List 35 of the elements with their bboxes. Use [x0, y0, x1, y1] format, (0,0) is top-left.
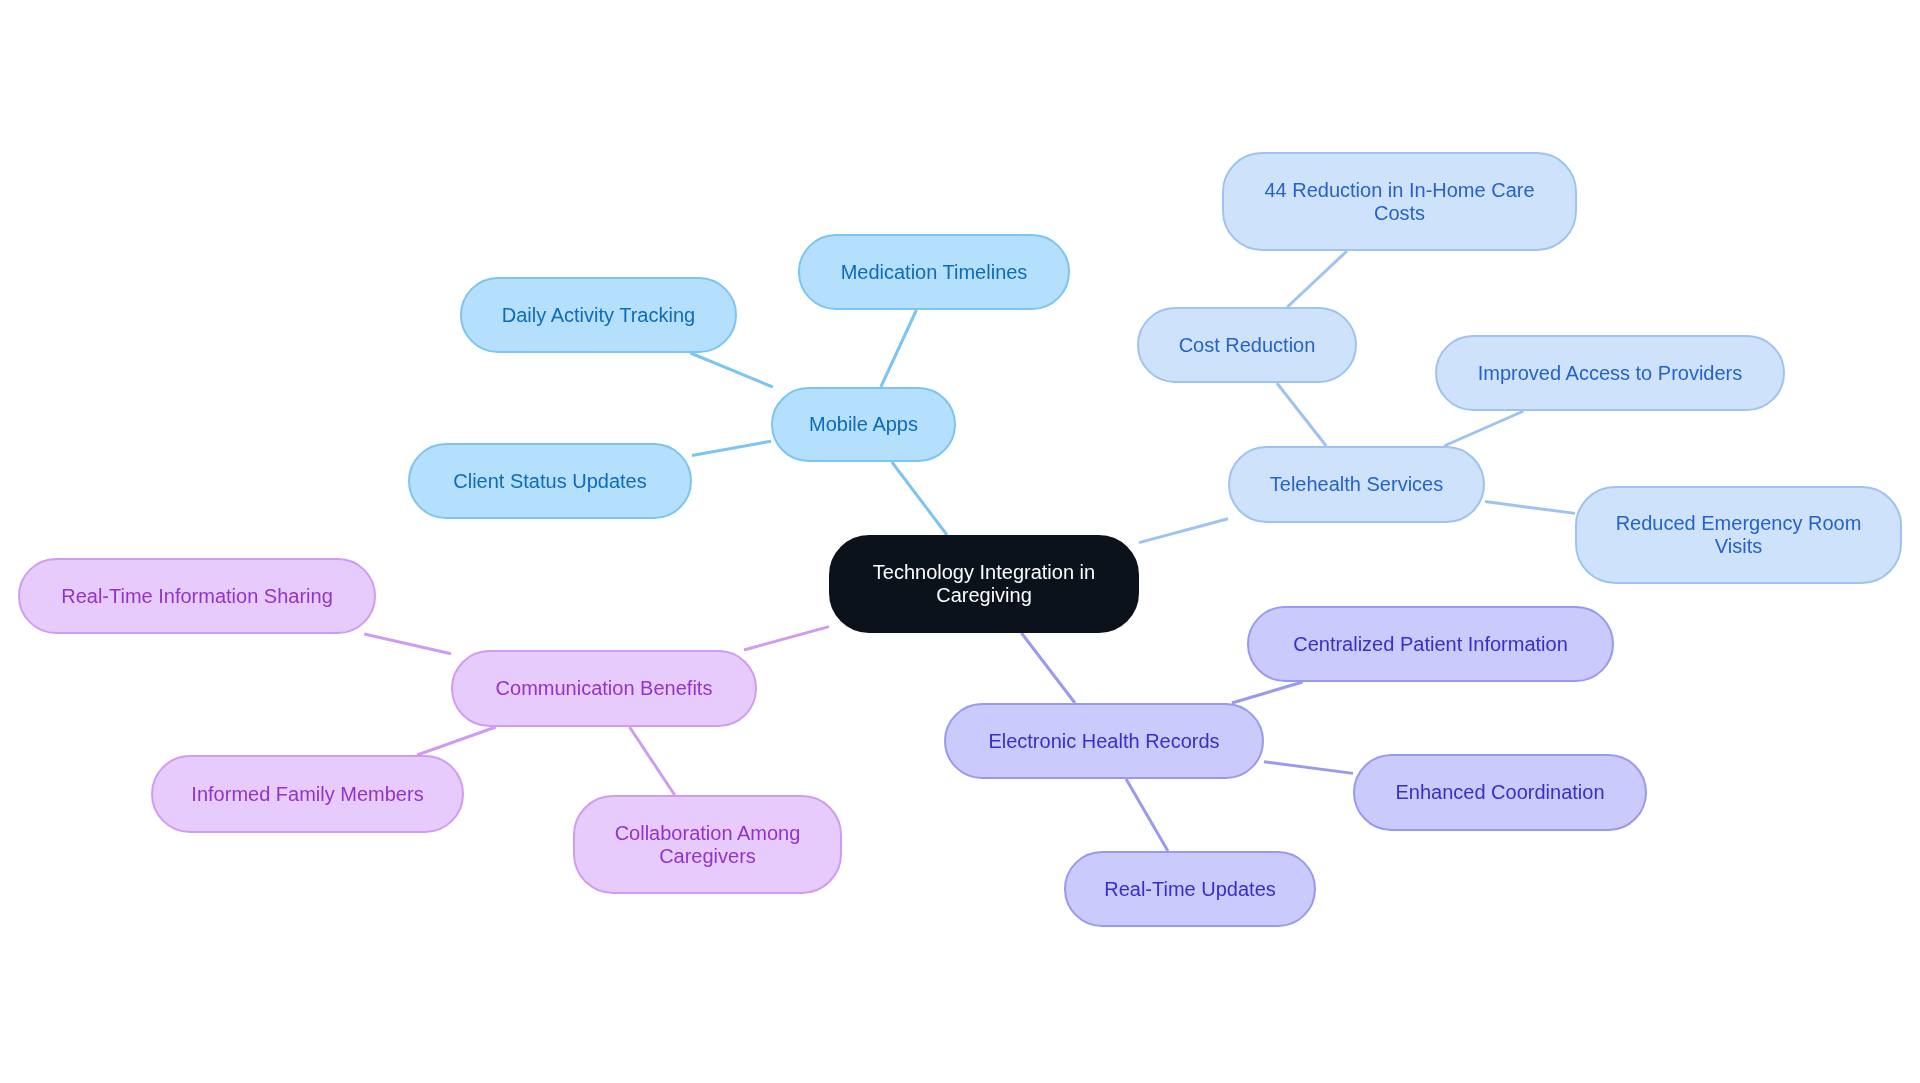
connector-line — [743, 625, 830, 652]
topic-pill: Telehealth Services — [1228, 446, 1485, 523]
connector-line — [1138, 517, 1229, 545]
connector-line — [879, 309, 918, 388]
connector-line — [1231, 680, 1303, 705]
topic-pill: Communication Benefits — [451, 650, 757, 727]
topic-pill: Real-Time Information Sharing — [18, 558, 376, 634]
topic-pill: Client Status Updates — [408, 443, 692, 519]
central-topic: Technology Integration in Caregiving — [829, 535, 1139, 633]
connector-line — [1286, 249, 1348, 309]
topic-pill: Daily Activity Tracking — [460, 277, 737, 353]
connector-line — [1275, 382, 1328, 447]
connector-line — [691, 439, 772, 457]
connector-line — [363, 632, 452, 656]
connector-line — [1263, 760, 1354, 775]
connector-line — [1443, 409, 1525, 448]
connector-line — [1124, 778, 1170, 852]
topic-pill: Mobile Apps — [771, 387, 956, 462]
topic-pill: Enhanced Coordination — [1353, 754, 1647, 831]
connector-line — [416, 725, 497, 757]
topic-pill: Real-Time Updates — [1064, 851, 1316, 927]
connector-line — [689, 351, 774, 389]
topic-pill: Improved Access to Providers — [1435, 335, 1785, 411]
topic-pill: Informed Family Members — [151, 755, 464, 833]
topic-pill: Collaboration Among Caregivers — [573, 795, 842, 894]
topic-pill: Centralized Patient Information — [1247, 606, 1614, 682]
topic-pill: Medication Timelines — [798, 234, 1070, 310]
connector-line — [628, 726, 676, 796]
topic-pill: 44 Reduction in In-Home Care Costs — [1222, 152, 1577, 251]
topic-pill: Reduced Emergency Room Visits — [1575, 486, 1902, 584]
connector-line — [1020, 632, 1077, 704]
connector-line — [890, 461, 949, 536]
connector-line — [1484, 500, 1576, 515]
topic-pill: Cost Reduction — [1137, 307, 1357, 383]
topic-pill: Electronic Health Records — [944, 703, 1264, 779]
